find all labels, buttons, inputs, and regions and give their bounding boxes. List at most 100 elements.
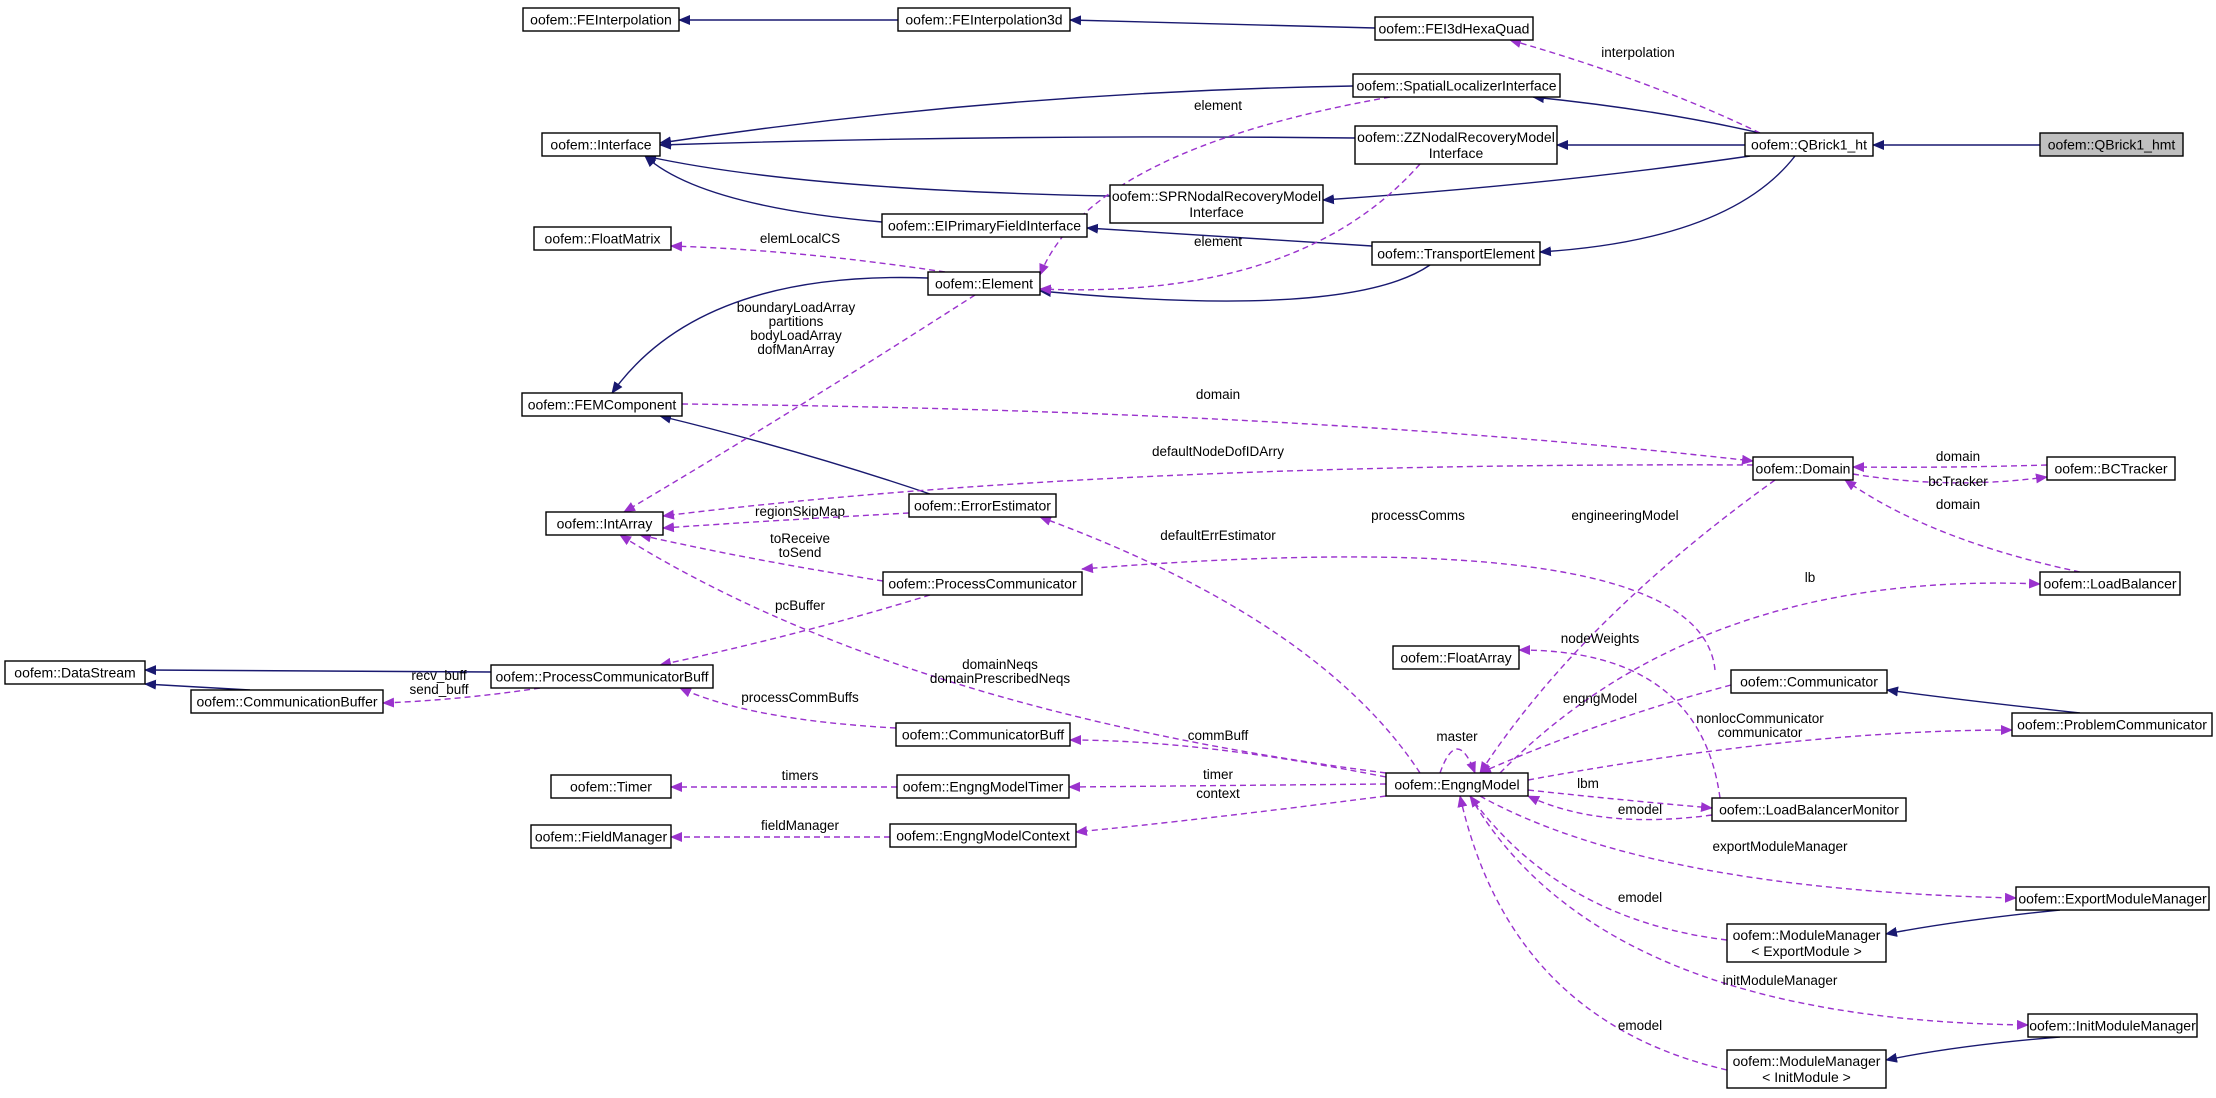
edge-label-line: element (1194, 98, 1242, 113)
class-node-load-balancer-monitor[interactable]: oofem::LoadBalancerMonitor (1711, 797, 1907, 822)
class-node-error-estimator[interactable]: oofem::ErrorEstimator (908, 493, 1057, 518)
class-node-communicator[interactable]: oofem::Communicator (1730, 669, 1888, 694)
class-node-int-array[interactable]: oofem::IntArray (545, 511, 664, 536)
class-node-qbrick1-hmt[interactable]: oofem::QBrick1_hmt (2039, 132, 2184, 157)
edge-label-line: lb (1805, 570, 1816, 585)
class-node-element[interactable]: oofem::Element (927, 271, 1041, 296)
class-name: oofem::EngngModelContext (896, 828, 1070, 844)
class-box (2046, 456, 2176, 481)
edge-label-layer: interpolationelementelementelemLocalCSbo… (409, 45, 1988, 1033)
class-node-load-balancer[interactable]: oofem::LoadBalancer (2039, 571, 2181, 596)
edge-label: element (1194, 234, 1242, 249)
edge-sprnodal-recovery-model-interface-to-interface (644, 153, 1111, 197)
class-box (896, 774, 1070, 799)
class-name: oofem::InitModuleManager (2029, 1018, 2196, 1034)
class-box (1352, 73, 1561, 98)
class-node-eiprimary-field-interface[interactable]: oofem::EIPrimaryFieldInterface (881, 213, 1088, 238)
edge-label-line: context (1196, 786, 1240, 801)
class-name: oofem::LoadBalancerMonitor (1719, 802, 1899, 818)
edge-label-line: fieldManager (761, 818, 840, 833)
edge-communication-buffer-to-data-stream (144, 679, 251, 691)
class-node-process-communicator-buff[interactable]: oofem::ProcessCommunicatorBuff (490, 664, 714, 689)
edge-domain-to-bctracker (1852, 473, 2048, 484)
class-node-domain[interactable]: oofem::Domain (1752, 456, 1854, 481)
class-node-data-stream[interactable]: oofem::DataStream (4, 660, 146, 685)
class-node-engng-model-context[interactable]: oofem::EngngModelContext (889, 823, 1077, 848)
class-name: oofem::LoadBalancer (2043, 576, 2176, 592)
class-node-problem-communicator[interactable]: oofem::ProblemCommunicator (2011, 712, 2213, 737)
class-node-feinterpolation3d[interactable]: oofem::FEInterpolation3d (897, 7, 1071, 32)
edge-label: master (1436, 729, 1478, 744)
class-node-communication-buffer[interactable]: oofem::CommunicationBuffer (190, 689, 384, 714)
class-name: oofem::EngngModelTimer (903, 779, 1064, 795)
class-node-module-manager-export[interactable]: oofem::ModuleManager< ExportModule > (1726, 923, 1887, 963)
class-node-engng-model[interactable]: oofem::EngngModel (1385, 772, 1529, 797)
edge-label: lbm (1577, 776, 1599, 791)
class-name: oofem::SPRNodalRecoveryModel (1112, 188, 1321, 204)
edge-eiprimary-field-interface-to-interface (644, 155, 883, 223)
edge-femcomponent-to-domain (681, 403, 1754, 465)
edge-engng-model-to-engng-model-timer (1068, 781, 1387, 792)
edge-label-line: domainNeqs (962, 657, 1038, 672)
class-name: oofem::Communicator (1740, 674, 1878, 690)
class-name: Interface (1189, 204, 1244, 220)
edge-qbrick1-ht-to-sprnodal-recovery-model-interface (1322, 155, 1751, 205)
class-node-bctracker[interactable]: oofem::BCTracker (2046, 456, 2176, 481)
class-node-transport-element[interactable]: oofem::TransportElement (1371, 241, 1541, 266)
class-node-export-module-manager[interactable]: oofem::ExportModuleManager (2015, 886, 2210, 911)
class-node-timer[interactable]: oofem::Timer (550, 774, 672, 799)
class-node-float-matrix[interactable]: oofem::FloatMatrix (533, 226, 672, 251)
class-node-spatial-localizer-interface[interactable]: oofem::SpatialLocalizerInterface (1352, 73, 1561, 98)
class-node-feinterpolation[interactable]: oofem::FEInterpolation (522, 7, 680, 32)
class-node-qbrick1-ht[interactable]: oofem::QBrick1_ht (1744, 132, 1874, 157)
class-name: oofem::FieldManager (535, 829, 668, 845)
edge-error-estimator-to-int-array (662, 512, 910, 533)
class-box (889, 823, 1077, 848)
edge-qbrick1-ht-to-transport-element (1539, 155, 1796, 257)
class-name: oofem::SpatialLocalizerInterface (1357, 78, 1557, 94)
class-name: oofem::Element (935, 276, 1033, 292)
class-node-fei3d-hexa-quad[interactable]: oofem::FEI3dHexaQuad (1374, 16, 1534, 41)
class-box (4, 660, 146, 685)
edge-label: emodel (1618, 890, 1662, 905)
class-box (1371, 241, 1541, 266)
class-name: oofem::IntArray (557, 516, 653, 532)
edge-label: initModuleManager (1723, 973, 1838, 988)
edge-label-line: processCommBuffs (741, 690, 859, 705)
class-box (190, 689, 384, 714)
edge-bctracker-to-domain (1852, 462, 2048, 473)
edge-engng-model-to-init-module-manager (1469, 795, 2029, 1030)
edge-load-balancer-to-domain (1844, 479, 2081, 573)
class-node-femcomponent[interactable]: oofem::FEMComponent (521, 392, 683, 417)
class-name: oofem::FEInterpolation3d (905, 12, 1062, 28)
edge-qbrick1-ht-to-fei3d-hexa-quad (1509, 38, 1761, 134)
edge-spatial-localizer-interface-to-element (1039, 96, 1391, 276)
edge-engng-model-to-engng-model-context (1075, 795, 1387, 836)
edge-zznodal-recovery-model-interface-to-interface (659, 136, 1356, 150)
class-node-engng-model-timer[interactable]: oofem::EngngModelTimer (896, 774, 1070, 799)
class-node-communicator-buff[interactable]: oofem::CommunicatorBuff (895, 722, 1071, 747)
class-node-interface[interactable]: oofem::Interface (541, 132, 661, 157)
edge-export-module-manager-to-module-manager-export (1885, 909, 2061, 937)
class-box (1385, 772, 1529, 797)
class-node-module-manager-init[interactable]: oofem::ModuleManager< InitModule > (1726, 1049, 1887, 1089)
edge-label: element (1194, 98, 1242, 113)
edge-label: nodeWeights (1561, 631, 1640, 646)
edge-label: defaultNodeDofIDArry (1152, 444, 1284, 459)
class-box (881, 213, 1088, 238)
edge-label: pcBuffer (775, 598, 826, 613)
edge-label-line: interpolation (1601, 45, 1675, 60)
edge-label-line: pcBuffer (775, 598, 826, 613)
class-node-float-array[interactable]: oofem::FloatArray (1392, 645, 1520, 670)
class-node-process-communicator[interactable]: oofem::ProcessCommunicator (882, 571, 1083, 596)
class-name: oofem::ProcessCommunicatorBuff (496, 669, 709, 685)
class-node-init-module-manager[interactable]: oofem::InitModuleManager (2027, 1013, 2198, 1038)
class-box (530, 824, 672, 849)
class-node-field-manager[interactable]: oofem::FieldManager (530, 824, 672, 849)
edge-label-line: engngModel (1563, 691, 1637, 706)
edge-label-line: exportModuleManager (1712, 839, 1848, 854)
